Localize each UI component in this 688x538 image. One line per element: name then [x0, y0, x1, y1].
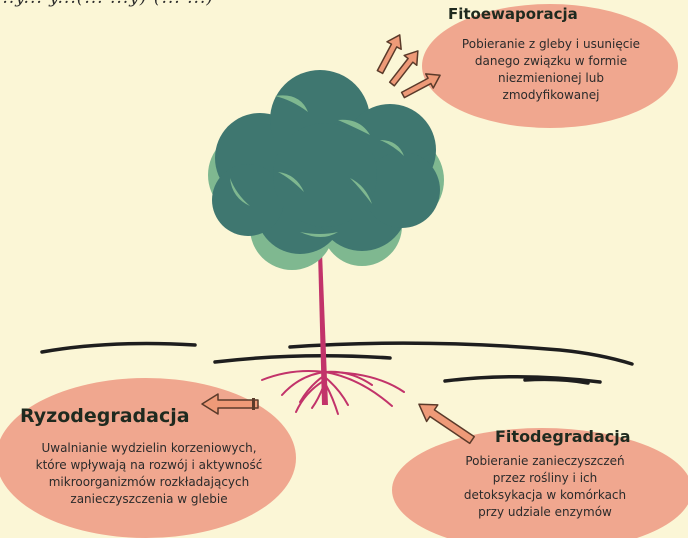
desc-line: Pobieranie zanieczyszczeń	[440, 453, 650, 470]
desc-line: danego związku w formie	[446, 53, 656, 70]
fitoewaporacja-description: Pobieranie z gleby i usunięcie danego zw…	[446, 36, 656, 104]
tree-canopy	[208, 70, 444, 270]
desc-line: zmodyfikowanej	[446, 87, 656, 104]
desc-line: niezmienionej lub	[446, 70, 656, 87]
fitodegradacja-title: Fitodegradacja	[495, 427, 631, 446]
ground-lines	[42, 343, 632, 383]
desc-line: przy udziale enzymów	[440, 504, 650, 521]
desc-line: Uwalnianie wydzielin korzeniowych,	[14, 440, 284, 457]
desc-line: które wpływają na rozwój i aktywność	[14, 457, 284, 474]
fitoewaporacja-label: Fitoewaporacja	[448, 5, 578, 23]
ryzodegradacja-description: Uwalnianie wydzielin korzeniowych, które…	[14, 440, 284, 508]
desc-line: Pobieranie z gleby i usunięcie	[446, 36, 656, 53]
fitodegradacja-description: Pobieranie zanieczyszczeń przez rośliny …	[440, 453, 650, 521]
desc-line: przez rośliny i ich	[440, 470, 650, 487]
fitoewaporacja-title: Fitoewaporacja	[448, 5, 578, 23]
top-caption: ...y... y...(... ...y) (... ...)	[0, 0, 456, 14]
desc-line: detoksykacja w komórkach	[440, 487, 650, 504]
desc-line: mikroorganizmów rozkładających	[14, 474, 284, 491]
phytodegradation-arrow	[413, 396, 477, 448]
tree-roots	[262, 371, 404, 414]
ryzodegradacja-title: Ryzodegradacja	[20, 405, 190, 427]
fitodegradacja-label: Fitodegradacja	[495, 427, 631, 446]
desc-line: zanieczyszczenia w glebie	[14, 491, 284, 508]
ryzodegradacja-label: Ryzodegradacja	[20, 405, 190, 427]
